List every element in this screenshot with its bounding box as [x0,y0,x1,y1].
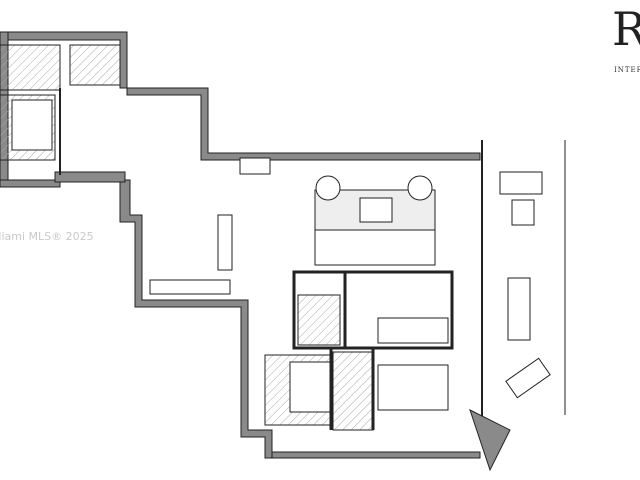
watermark: Miami MLS® 2025 [0,230,94,243]
kitchen-counter [149,279,231,295]
armchair [407,175,433,201]
bed [377,364,449,411]
armchair [315,175,341,201]
lounge-chair [505,357,551,399]
planter [469,409,511,472]
interior-walls [59,88,566,440]
tv-console [239,157,271,175]
logo: R [612,2,640,56]
logo-subtitle: INTER [614,66,640,74]
kitchen-island [217,214,233,271]
coffee-table [359,197,393,223]
dining-table [507,277,531,341]
sofa [314,229,436,266]
outdoor-table [511,199,535,226]
furniture [11,99,551,472]
bed [289,361,331,413]
bathtub [377,317,449,344]
bed [11,99,53,151]
outdoor-sofa [499,171,543,195]
